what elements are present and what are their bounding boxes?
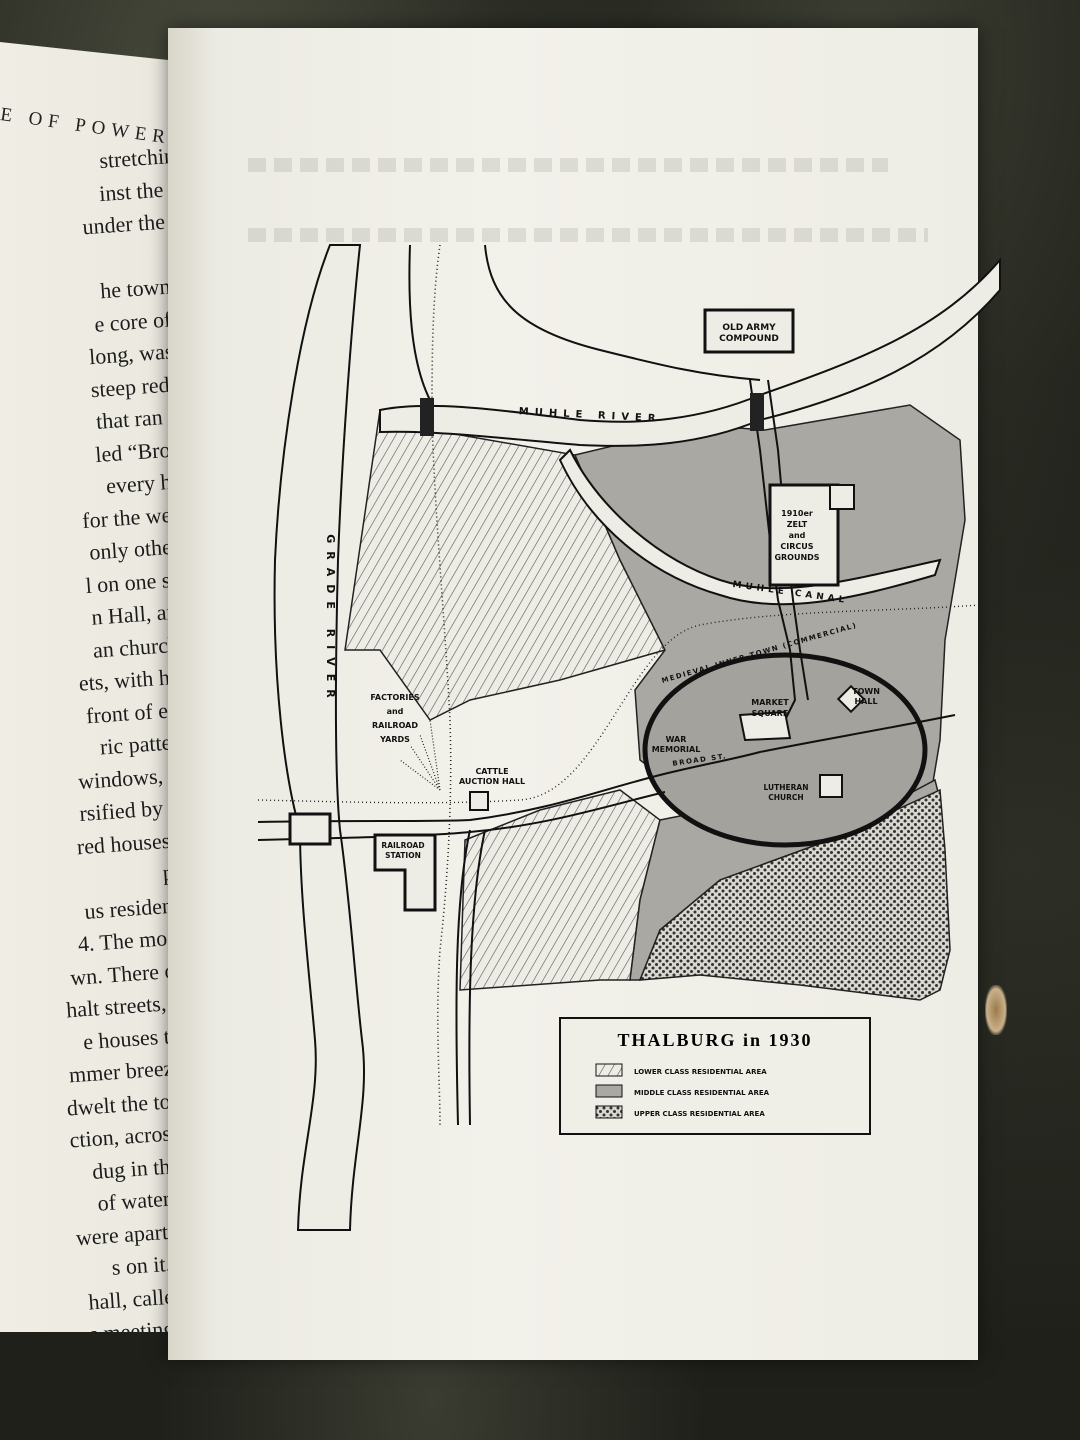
market-square-shape (738, 710, 792, 742)
legend-swatch-middle (595, 1084, 623, 1098)
factories-label: FACTORIES (370, 693, 419, 702)
old-army-compound-label: OLD ARMY (722, 323, 776, 333)
railway-spurs (399, 719, 441, 791)
lower-class-area-south (459, 789, 661, 991)
road-south (455, 829, 486, 1126)
town-hall-label: HALL (854, 697, 877, 706)
road-west (257, 714, 956, 823)
legend-swatch-upper (595, 1105, 623, 1119)
muhle-river (379, 257, 1001, 447)
factories-label: RAILROAD (372, 721, 418, 730)
zelt-circus-label: GROUNDS (774, 553, 819, 562)
war-memorial-label: MEMORIAL (652, 745, 701, 754)
old-army-compound-label: COMPOUND (719, 334, 779, 344)
bridge-west (420, 398, 434, 436)
upper-class-area (638, 788, 951, 1001)
page-stain (985, 985, 1007, 1035)
cattle-auction-hall-label: CATTLE (475, 767, 508, 776)
railway-east (257, 604, 981, 804)
town-hall-building (836, 684, 866, 714)
cattle-hall-building (469, 791, 489, 811)
zelt-circus-label: ZELT (787, 520, 808, 529)
bridge-east (750, 393, 764, 431)
cattle-auction-hall-label: AUCTION HALL (459, 777, 525, 786)
lutheran-church-label: CHURCH (768, 793, 803, 802)
railroad-station-label: RAILROAD (381, 841, 424, 850)
legend-item-upper: UPPER CLASS RESIDENTIAL AREA (634, 1110, 765, 1118)
old-army-compound-box (703, 308, 795, 354)
grade-river (273, 244, 365, 1231)
legend-item-lower: LOWER CLASS RESIDENTIAL AREA (634, 1068, 767, 1076)
zelt-building (829, 484, 855, 510)
zelt-circus-label: 1910er (781, 509, 813, 518)
grade-river-label: GRADE RIVER (324, 534, 337, 706)
bridge-grade (288, 812, 332, 846)
zelt-circus-label: CIRCUS (780, 542, 813, 551)
factories-label: YARDS (379, 735, 410, 744)
factories-label: and (387, 707, 404, 716)
bleed-through-text (248, 158, 888, 172)
town-hall-label: TOWN (852, 687, 880, 696)
lutheran-church-building (819, 774, 843, 798)
market-square-label: SQUARE (752, 709, 789, 718)
legend-title: THALBURG in 1930 (617, 1030, 812, 1050)
war-memorial-label: WAR (666, 735, 687, 744)
railway-main (431, 244, 452, 1126)
muhle-river-north-arm (408, 244, 761, 401)
legend-swatch-lower (595, 1063, 623, 1077)
legend-item-middle: MIDDLE CLASS RESIDENTIAL AREA (634, 1089, 770, 1097)
railroad-station-label: STATION (385, 851, 421, 860)
muhle-canal (558, 448, 942, 606)
lutheran-church-label: LUTHERAN (764, 783, 809, 792)
market-square-label: MARKET (751, 698, 789, 707)
zelt-box (768, 483, 840, 587)
zelt-circus-label: and (789, 531, 806, 540)
bleed-through-text (248, 228, 928, 242)
road-north-south (749, 379, 797, 721)
railroad-station-building (373, 833, 437, 912)
